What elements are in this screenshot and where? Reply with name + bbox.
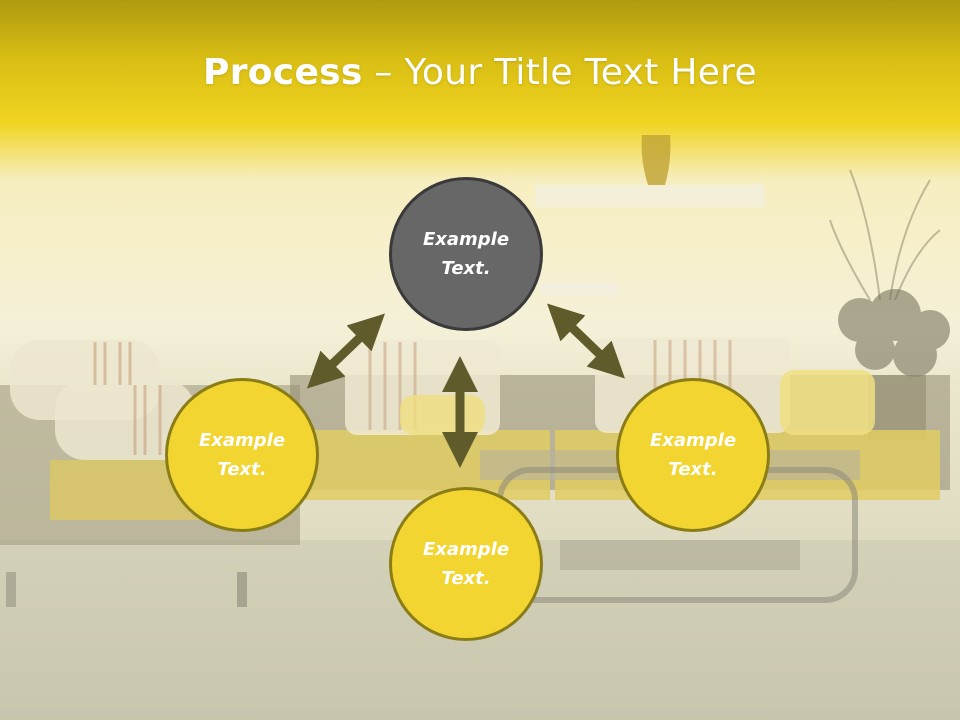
process-node-right: Example Text.	[616, 378, 770, 532]
arrow-top-left	[307, 313, 385, 389]
slide-title: Process – Your Title Text Here	[0, 52, 960, 93]
title-rest: Your Title Text Here	[404, 52, 757, 93]
process-node-left: Example Text.	[165, 378, 319, 532]
process-node-top: Example Text.	[389, 177, 543, 331]
node-left-label: Example Text.	[198, 430, 286, 480]
process-node-bottom: Example Text.	[389, 487, 543, 641]
node-right-label: Example Text.	[649, 430, 737, 480]
node-top-label: Example Text.	[422, 229, 510, 279]
arrow-top-right	[547, 303, 625, 379]
title-dash: –	[362, 52, 405, 93]
title-bold: Process	[203, 52, 363, 93]
node-bottom-label: Example Text.	[422, 539, 510, 589]
